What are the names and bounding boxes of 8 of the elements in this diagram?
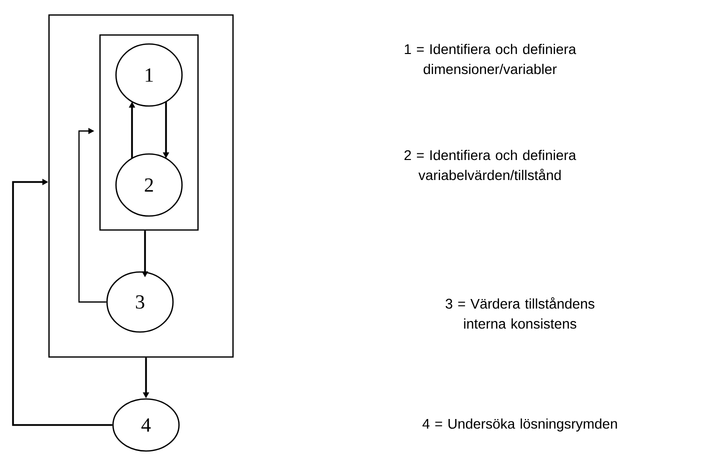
legend-text: 2 = Identifiera och definiera variabelvärden/tillstånd [404, 150, 576, 180]
legend-text: 4 = Undersöka lösningsrymden [422, 418, 617, 432]
legend-text: 3 = Värdera tillståndens interna konsistens [446, 297, 594, 329]
legend-text: 1 = Identifiera och definiera dimensioner/variabler [404, 44, 576, 74]
arrow [78, 128, 106, 303]
arrow [12, 178, 112, 426]
group-box [48, 14, 234, 358]
group-box [99, 34, 199, 231]
